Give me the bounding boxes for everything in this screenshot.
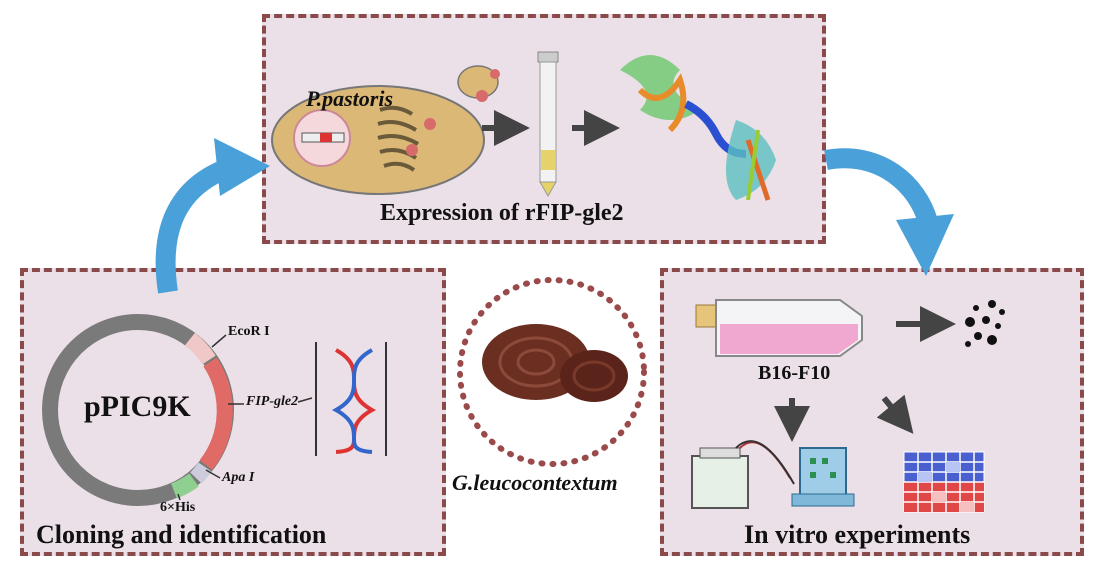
cloning-title: Cloning and identification <box>36 520 327 549</box>
arrow-to-heatmap-icon <box>876 394 914 434</box>
cell-dots-icon <box>965 300 1005 347</box>
expression-title: Expression of rFIP-gle2 <box>380 200 624 226</box>
blue-arrow-expression-to-vitro-icon <box>824 148 954 276</box>
plasmid-map-icon <box>42 314 244 506</box>
tube-icon <box>537 51 559 198</box>
cell-line-label: B16-F10 <box>758 362 831 384</box>
plasmid-label: pPIC9K <box>84 390 191 423</box>
protein-structure-icon <box>620 55 776 201</box>
site-ecor-label: EcoR I <box>228 324 270 339</box>
site-fip-label: FIP-gle2 <box>246 394 299 409</box>
electrophoresis-icon <box>691 440 795 509</box>
mushroom-icon <box>457 277 647 467</box>
heatmap-icon <box>903 451 985 513</box>
vitro-title: In vitro experiments <box>744 520 971 549</box>
organism-label: G.leucocontextum <box>452 470 618 495</box>
blue-arrow-cloning-to-expression-icon <box>155 138 270 294</box>
host-label: P.pastoris <box>306 86 394 111</box>
site-his-label: 6×His <box>160 500 196 515</box>
blot-icon <box>791 447 855 507</box>
flask-icon <box>695 299 863 357</box>
dna-helix-icon <box>297 342 387 456</box>
site-apa-label: Apa I <box>222 470 255 485</box>
yeast-cell-icon <box>271 65 500 195</box>
